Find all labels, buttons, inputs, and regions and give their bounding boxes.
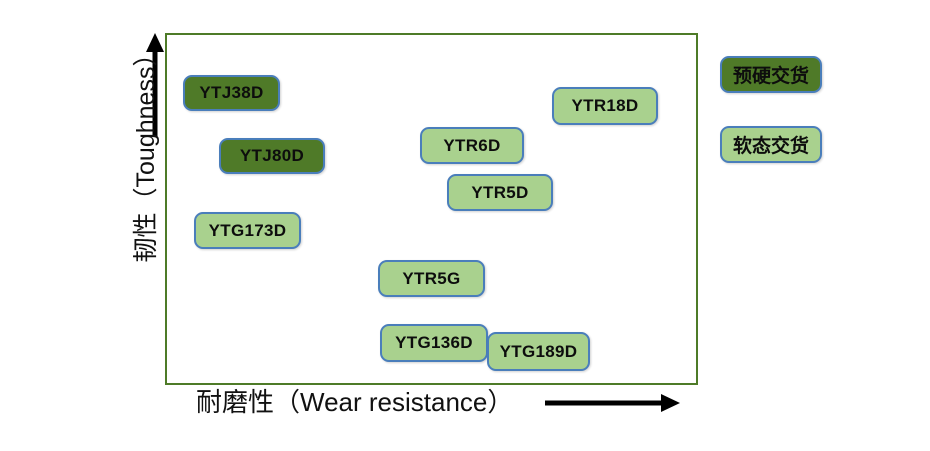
data-point-ytr5d[interactable]: YTR5D bbox=[447, 174, 553, 211]
x-axis-arrow-icon bbox=[545, 394, 680, 412]
data-point-ytr6d[interactable]: YTR6D bbox=[420, 127, 524, 164]
data-point-ytg173d[interactable]: YTG173D bbox=[194, 212, 301, 249]
data-point-ytj80d[interactable]: YTJ80D bbox=[219, 138, 325, 174]
data-point-ytg189d[interactable]: YTG189D bbox=[487, 332, 590, 371]
data-point-ytj38d[interactable]: YTJ38D bbox=[183, 75, 280, 111]
y-axis-arrow-icon bbox=[146, 33, 164, 136]
x-axis-title: 耐磨性（Wear resistance） bbox=[196, 387, 514, 417]
legend-item-2[interactable]: 软态交货 bbox=[720, 126, 822, 163]
data-point-ytr5g[interactable]: YTR5G bbox=[378, 260, 485, 297]
legend-item-1[interactable]: 预硬交货 bbox=[720, 56, 822, 93]
y-axis-title: 韧性（Toughness） bbox=[132, 41, 160, 263]
data-point-ytr18d[interactable]: YTR18D bbox=[552, 87, 658, 125]
data-point-ytg136d[interactable]: YTG136D bbox=[380, 324, 488, 362]
